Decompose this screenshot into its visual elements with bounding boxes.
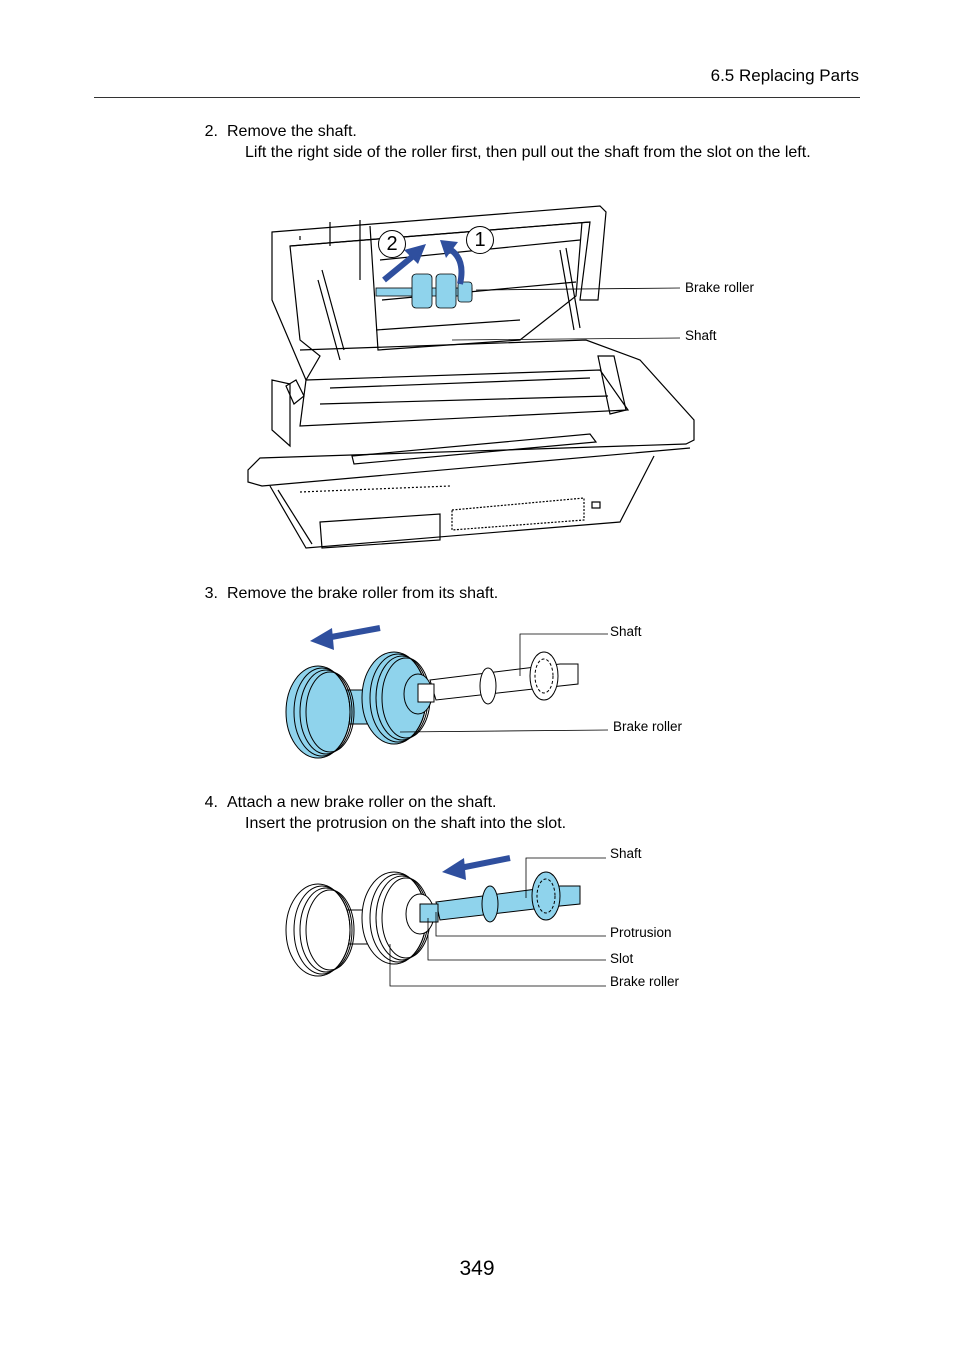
step-badge-1: 1 bbox=[466, 226, 494, 254]
step-4-number: 4. bbox=[204, 794, 218, 811]
roller-removal-figure bbox=[285, 625, 609, 759]
step-2-number: 2. bbox=[204, 123, 218, 140]
step-2-detail: Lift the right side of the roller first,… bbox=[245, 144, 811, 161]
callout-slot: Slot bbox=[610, 951, 634, 966]
step-3-title: Remove the brake roller from its shaft. bbox=[227, 585, 499, 602]
callout-shaft: Shaft bbox=[685, 328, 717, 343]
callout-shaft-2: Shaft bbox=[610, 624, 642, 639]
section-header: 6.5 Replacing Parts bbox=[710, 66, 859, 85]
scanner-figure bbox=[247, 205, 695, 549]
step-3-number: 3. bbox=[204, 585, 218, 602]
callout-brake-roller-2: Brake roller bbox=[613, 719, 683, 734]
step-4-title: Attach a new brake roller on the shaft. bbox=[227, 794, 497, 811]
callout-brake-roller: Brake roller bbox=[685, 280, 755, 295]
step-badge-2: 2 bbox=[378, 230, 406, 258]
step-4-detail: Insert the protrusion on the shaft into … bbox=[245, 815, 567, 832]
callout-protrusion: Protrusion bbox=[610, 925, 672, 940]
step-2-title: Remove the shaft. bbox=[227, 123, 357, 140]
callout-brake-roller-3: Brake roller bbox=[610, 974, 680, 989]
page-number: 349 bbox=[459, 1257, 495, 1280]
header-divider bbox=[94, 97, 860, 98]
roller-attach-figure bbox=[285, 855, 606, 987]
callout-shaft-3: Shaft bbox=[610, 846, 642, 861]
